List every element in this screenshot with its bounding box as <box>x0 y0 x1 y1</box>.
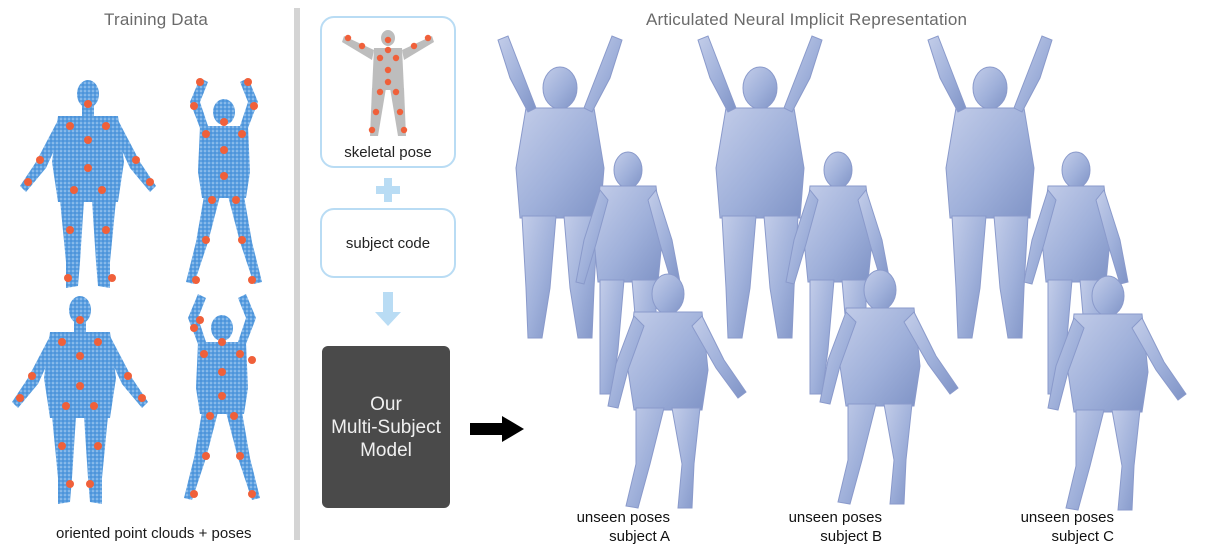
skeletal-pose-box: skeletal pose <box>320 16 456 168</box>
model-box-label: Our Multi-Subject Model <box>331 393 441 462</box>
plus-icon <box>373 176 403 204</box>
skeleton-figure <box>322 20 454 144</box>
subject-b-line1: unseen poses <box>770 508 882 527</box>
representation-title: Articulated Neural Implicit Representati… <box>646 10 967 30</box>
training-data-caption: oriented point clouds + poses <box>56 525 252 542</box>
subject-c-label: unseen poses subject C <box>1002 508 1114 546</box>
model-box: Our Multi-Subject Model <box>322 346 450 508</box>
subject-c-line2: subject C <box>1002 527 1114 546</box>
subject-a-line2: subject A <box>558 527 670 546</box>
subject-code-box: subject code <box>320 208 456 278</box>
subject-c-line1: unseen poses <box>1002 508 1114 527</box>
human-meshes <box>480 34 1220 504</box>
subject-a-line1: unseen poses <box>558 508 670 527</box>
subject-b-label: unseen poses subject B <box>770 508 882 546</box>
down-arrow-icon <box>373 290 403 330</box>
subject-code-label: subject code <box>322 235 454 252</box>
skeletal-pose-label: skeletal pose <box>322 144 454 161</box>
subject-a-label: unseen poses subject A <box>558 508 670 546</box>
subject-b-line2: subject B <box>770 527 882 546</box>
training-pointclouds <box>0 0 294 548</box>
panel-divider <box>294 8 300 540</box>
